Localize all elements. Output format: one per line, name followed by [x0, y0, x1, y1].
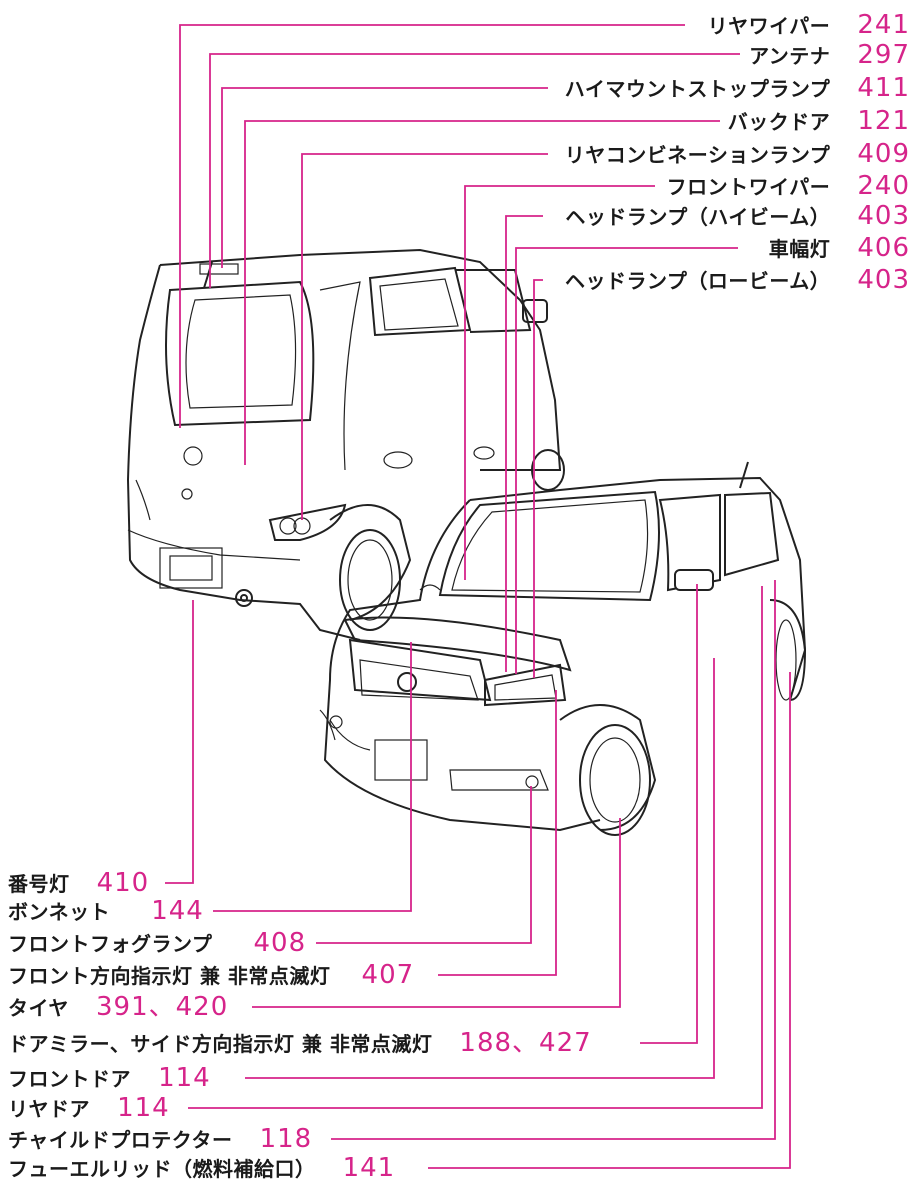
callout-label: フロントフォグランプ — [8, 932, 213, 956]
front-car — [319, 461, 807, 836]
callout-label: 車幅灯 — [768, 237, 831, 261]
callout-label: リヤコンビネーションランプ — [564, 143, 831, 167]
callout-rear-wiper: リヤワイパー 241 — [708, 12, 910, 38]
callout-label: ハイマウントストップランプ — [564, 77, 831, 101]
callout-front-fog-lamp: フロントフォグランプ 408 — [8, 930, 306, 956]
leader-front-door — [245, 658, 715, 1079]
callout-label: ボンネット — [8, 900, 111, 924]
callout-page: 241 — [857, 10, 910, 40]
leader-license-lamp — [165, 600, 194, 884]
callout-page: 144 — [151, 896, 204, 926]
callout-back-door: バックドア 121 — [728, 108, 910, 134]
callout-rear-door: リヤドア 114 — [8, 1095, 170, 1121]
callout-license-lamp: 番号灯 410 — [8, 870, 149, 896]
leader-child-protector — [331, 580, 776, 1140]
callout-page: 188、427 — [459, 1028, 592, 1058]
callout-bonnet: ボンネット 144 — [8, 898, 204, 924]
rear-car — [126, 248, 565, 641]
callout-label: フューエルリッド（燃料補給口） — [8, 1157, 316, 1181]
callout-antenna: アンテナ 297 — [749, 42, 910, 68]
callout-label: フロントドア — [8, 1067, 131, 1091]
callout-label: ドアミラー、サイド方向指示灯 兼 非常点滅灯 — [8, 1032, 433, 1056]
callout-clearance-lamp: 車幅灯 406 — [769, 235, 910, 261]
callout-page: 406 — [857, 233, 910, 263]
callout-label: バックドア — [727, 110, 831, 134]
callout-child-protector: チャイルドプロテクター 118 — [8, 1126, 312, 1152]
callout-label: 番号灯 — [8, 872, 70, 896]
leader-headlamp-high — [505, 215, 543, 672]
callout-page: 403 — [857, 265, 910, 295]
callout-headlamp-high: ヘッドランプ（ハイビーム） 403 — [565, 203, 910, 229]
callout-page: 297 — [857, 40, 910, 70]
leader-clearance-lamp — [515, 247, 738, 674]
callout-high-mount-stop-lamp: ハイマウントストップランプ 411 — [565, 75, 910, 101]
callout-page: 114 — [158, 1063, 211, 1093]
callout-label: アンテナ — [749, 44, 831, 68]
callout-label: タイヤ — [8, 996, 69, 1020]
callout-headlamp-low: ヘッドランプ（ロービーム） 403 — [565, 267, 910, 293]
callout-page: 118 — [259, 1124, 313, 1154]
callout-front-turn-signal: フロント方向指示灯 兼 非常点滅灯 407 — [8, 962, 414, 988]
callout-page: 408 — [253, 928, 307, 958]
callout-page: 407 — [361, 960, 415, 990]
callout-page: 141 — [342, 1153, 396, 1183]
leader-tire — [252, 818, 621, 1008]
callout-page: 410 — [96, 868, 150, 898]
leader-rear-combination-lamp — [301, 153, 548, 520]
leader-rear-wiper — [179, 24, 685, 428]
leader-antenna — [209, 53, 740, 288]
callout-page: 240 — [857, 171, 910, 201]
callout-tire: タイヤ 391、420 — [8, 994, 228, 1020]
callout-door-mirror: ドアミラー、サイド方向指示灯 兼 非常点滅灯 188、427 — [8, 1030, 592, 1056]
callout-page: 114 — [117, 1093, 170, 1123]
callout-label: リヤドア — [8, 1097, 90, 1121]
callout-fuel-lid: フューエルリッド（燃料補給口） 141 — [8, 1155, 395, 1181]
leader-front-wiper — [464, 185, 655, 580]
callout-label: フロント方向指示灯 兼 非常点滅灯 — [8, 964, 331, 988]
callout-front-wiper: フロントワイパー 240 — [667, 173, 910, 199]
callout-front-door: フロントドア 114 — [8, 1065, 211, 1091]
callout-label: ヘッドランプ（ハイビーム） — [565, 205, 831, 229]
leader-fuel-lid — [428, 672, 791, 1169]
leader-headlamp-low — [533, 279, 543, 678]
leader-front-turn-signal — [438, 690, 557, 976]
callout-label: フロントワイパー — [666, 175, 831, 199]
callout-page: 411 — [857, 73, 910, 103]
callout-page: 391、420 — [96, 992, 229, 1022]
leader-rear-door — [188, 586, 763, 1109]
leader-back-door — [244, 120, 720, 465]
callout-page: 409 — [857, 139, 910, 169]
callout-label: リヤワイパー — [707, 14, 831, 38]
leader-bonnet — [213, 642, 412, 912]
callout-rear-combination-lamp: リヤコンビネーションランプ 409 — [565, 141, 910, 167]
callout-label: ヘッドランプ（ロービーム） — [564, 269, 831, 293]
callout-page: 121 — [857, 106, 910, 136]
callout-label: チャイルドプロテクター — [8, 1128, 233, 1152]
leader-front-fog-lamp — [316, 786, 532, 944]
leader-door-mirror — [640, 584, 698, 1044]
leader-high-mount-stop-lamp — [221, 87, 548, 268]
callout-page: 403 — [857, 201, 910, 231]
